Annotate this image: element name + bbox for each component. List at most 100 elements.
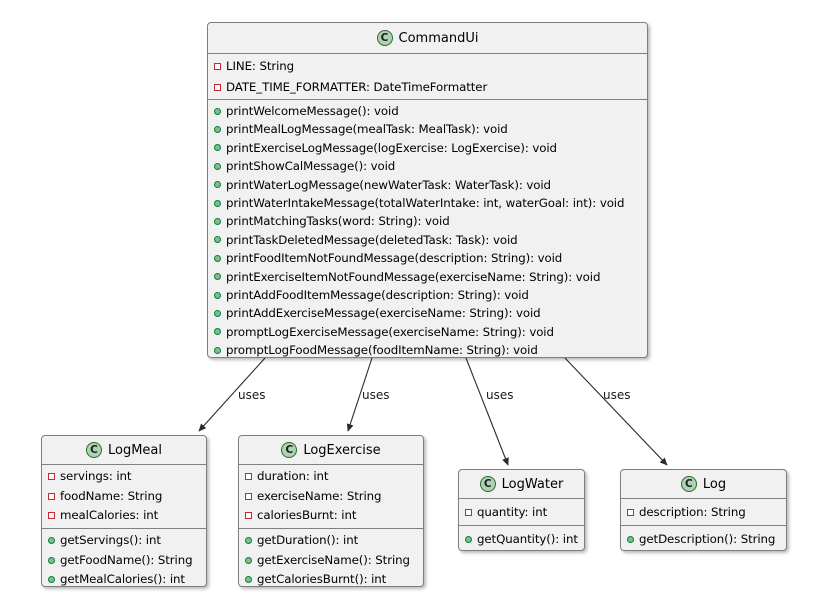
class-name: LogMeal	[107, 442, 162, 458]
methods-section: getDescription(): String	[621, 525, 786, 550]
field-text: DATE_TIME_FORMATTER: DateTimeFormatter	[226, 80, 488, 94]
field-row: quantity: int	[459, 501, 584, 523]
method-text: printExerciseItemNotFoundMessage(exercis…	[226, 269, 601, 284]
method-text: getQuantity(): int	[477, 532, 578, 546]
method-row: printWaterLogMessage(newWaterTask: Water…	[208, 176, 647, 194]
method-text: printWaterIntakeMessage(totalWaterIntake…	[226, 195, 625, 210]
public-method-icon	[214, 144, 221, 152]
class-header: C LogExercise	[239, 436, 423, 464]
method-text: printAddExerciseMessage(exerciseName: St…	[226, 306, 541, 321]
private-field-icon	[48, 492, 55, 500]
class-name: LogWater	[501, 476, 564, 492]
public-method-icon	[214, 162, 221, 170]
method-text: getDuration(): int	[257, 533, 359, 547]
fields-section: description: String	[621, 498, 786, 525]
public-method-icon	[214, 126, 221, 134]
field-text: mealCalories: int	[60, 508, 159, 523]
method-text: printWelcomeMessage(): void	[226, 104, 399, 118]
private-field-icon	[245, 473, 252, 481]
method-row: promptLogFoodMessage(foodItemName: Strin…	[208, 341, 647, 357]
method-row: getExerciseName(): String	[239, 551, 423, 571]
field-row: DATE_TIME_FORMATTER: DateTimeFormatter	[208, 77, 647, 98]
private-field-icon	[214, 84, 221, 91]
class-header: C LogMeal	[42, 436, 206, 464]
public-method-icon	[214, 236, 221, 244]
public-method-icon	[214, 254, 221, 262]
public-method-icon	[214, 273, 221, 281]
method-row: printWelcomeMessage(): void	[208, 102, 647, 120]
method-row: getFoodName(): String	[42, 551, 206, 571]
fields-section: quantity: int	[459, 498, 584, 525]
field-text: servings: int	[60, 469, 132, 483]
method-text: printTaskDeletedMessage(deletedTask: Tas…	[226, 232, 518, 247]
field-text: caloriesBurnt: int	[257, 508, 357, 523]
method-text: getServings(): int	[60, 533, 161, 547]
method-text: getCaloriesBurnt(): int	[257, 572, 387, 586]
public-method-icon	[48, 537, 55, 545]
method-row: getDuration(): int	[239, 531, 423, 551]
field-row: servings: int	[42, 467, 206, 487]
method-row: printMatchingTasks(word: String): void	[208, 212, 647, 230]
public-method-icon	[245, 576, 252, 584]
class-box-logmeal: C LogMeal servings: int foodName: String…	[41, 435, 207, 587]
class-header: C LogWater	[459, 470, 584, 498]
public-method-icon	[627, 535, 634, 543]
field-text: quantity: int	[477, 505, 548, 519]
field-row: description: String	[621, 501, 786, 523]
public-method-icon	[465, 535, 472, 543]
method-text: printExerciseLogMessage(logExercise: Log…	[226, 140, 557, 155]
field-row: caloriesBurnt: int	[239, 506, 423, 526]
method-text: promptLogFoodMessage(foodItemName: Strin…	[226, 343, 538, 357]
method-text: printMatchingTasks(word: String): void	[226, 214, 450, 229]
class-box-commandui: C CommandUi LINE: String DATE_TIME_FORMA…	[207, 22, 648, 358]
method-text: printMealLogMessage(mealTask: MealTask):…	[226, 122, 508, 137]
private-field-icon	[245, 512, 252, 520]
field-text: duration: int	[257, 469, 329, 483]
field-row: foodName: String	[42, 487, 206, 507]
method-row: getDescription(): String	[621, 528, 786, 550]
methods-section: getQuantity(): int	[459, 525, 584, 550]
class-icon: C	[281, 442, 298, 458]
method-row: printShowCalMessage(): void	[208, 157, 647, 175]
fields-section: duration: int exerciseName: String calor…	[239, 464, 423, 528]
method-text: getFoodName(): String	[60, 552, 193, 567]
uses-label-logexercise: uses	[362, 388, 390, 402]
public-method-icon	[214, 291, 221, 299]
public-method-icon	[214, 107, 221, 115]
class-name: LogExercise	[303, 442, 381, 458]
class-icon: C	[376, 30, 393, 46]
method-row: getCaloriesBurnt(): int	[239, 570, 423, 586]
method-row: getQuantity(): int	[459, 528, 584, 550]
class-icon: C	[479, 476, 496, 492]
private-field-icon	[465, 508, 472, 516]
methods-section: getServings(): int getFoodName(): String…	[42, 528, 206, 586]
method-row: printAddExerciseMessage(exerciseName: St…	[208, 304, 647, 322]
method-row: printMealLogMessage(mealTask: MealTask):…	[208, 120, 647, 138]
private-field-icon	[214, 63, 221, 70]
fields-section: servings: int foodName: String mealCalor…	[42, 464, 206, 528]
method-row: getServings(): int	[42, 531, 206, 551]
method-row: printExerciseLogMessage(logExercise: Log…	[208, 139, 647, 157]
method-text: printShowCalMessage(): void	[226, 159, 396, 174]
method-text: getDescription(): String	[639, 532, 776, 546]
uses-arrow-commandui-logwater	[465, 357, 509, 466]
uses-label-logmeal: uses	[238, 388, 266, 402]
uses-arrow-commandui-log	[564, 357, 668, 466]
class-name: CommandUi	[398, 30, 479, 46]
class-header: C CommandUi	[208, 23, 647, 53]
uses-label-log: uses	[603, 388, 631, 402]
class-name: Log	[702, 476, 727, 492]
method-text: printWaterLogMessage(newWaterTask: Water…	[226, 177, 551, 192]
field-row: mealCalories: int	[42, 506, 206, 526]
public-method-icon	[245, 556, 252, 564]
public-method-icon	[214, 309, 221, 317]
field-text: foodName: String	[60, 488, 163, 503]
public-method-icon	[214, 181, 221, 189]
private-field-icon	[627, 508, 634, 516]
method-row: printWaterIntakeMessage(totalWaterIntake…	[208, 194, 647, 212]
method-text: printFoodItemNotFoundMessage(description…	[226, 251, 563, 266]
public-method-icon	[214, 218, 221, 226]
field-text: exerciseName: String	[257, 488, 382, 503]
method-text: printAddFoodItemMessage(description: Str…	[226, 287, 529, 302]
